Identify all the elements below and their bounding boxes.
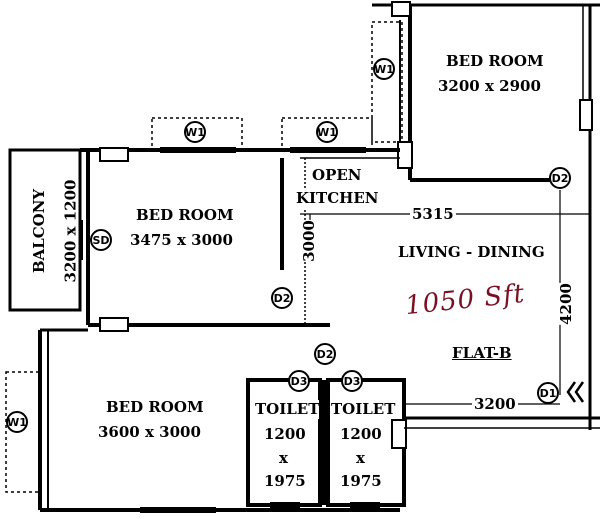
- balcony-outline: [8, 148, 82, 312]
- door-tag-d2-top: D2: [549, 167, 571, 189]
- open-kitchen-line2: KITCHEN: [296, 189, 379, 208]
- toilet-right-x: x: [356, 449, 365, 467]
- bedroom-mid-name: BED ROOM: [136, 206, 234, 224]
- toilet-left-h: 1975: [264, 472, 306, 490]
- door-tag-d2-bedroom: D2: [271, 287, 293, 309]
- bedroom-top-size: 3200 x 2900: [438, 77, 541, 95]
- door-tag-d3-left: D3: [288, 370, 310, 392]
- dimension-3200: 3200: [472, 395, 518, 414]
- bedroom-mid-size: 3475 x 3000: [130, 231, 233, 249]
- dimension-3000: 3000: [299, 220, 318, 262]
- toilet-left-w: 1200: [264, 425, 306, 443]
- window-tag-bedroom-bottom: W1: [6, 411, 28, 433]
- toilet-left-name: TOILET: [255, 400, 320, 419]
- balcony-name: BALCONY: [30, 188, 49, 274]
- balcony-size: 3200 x 1200: [61, 179, 80, 283]
- bedroom-top-name: BED ROOM: [446, 52, 544, 70]
- open-kitchen-line1: OPEN: [312, 166, 362, 184]
- flat-label: FLAT-B: [452, 344, 512, 362]
- toilet-right-h: 1975: [340, 472, 382, 490]
- window-tag-bedroom-mid: W1: [184, 121, 206, 143]
- bedroom-bottom-name: BED ROOM: [106, 398, 204, 416]
- toilet-right-w: 1200: [340, 425, 382, 443]
- window-tag-bedroom-top: W1: [373, 58, 395, 80]
- living-dining-name: LIVING - DINING: [398, 243, 545, 261]
- toilet-right-name: TOILET: [331, 400, 396, 419]
- dimension-5315: 5315: [410, 205, 456, 224]
- toilet-left-x: x: [279, 449, 288, 467]
- door-tag-d1: D1: [537, 382, 559, 404]
- door-tag-d2-bottom: D2: [314, 343, 336, 365]
- bedroom-bottom-size: 3600 x 3000: [98, 423, 201, 441]
- door-tag-d3-right: D3: [341, 370, 363, 392]
- door-tag-sd: SD: [90, 229, 112, 251]
- window-tag-kitchen: W1: [316, 121, 338, 143]
- dimension-4200: 4200: [556, 283, 575, 325]
